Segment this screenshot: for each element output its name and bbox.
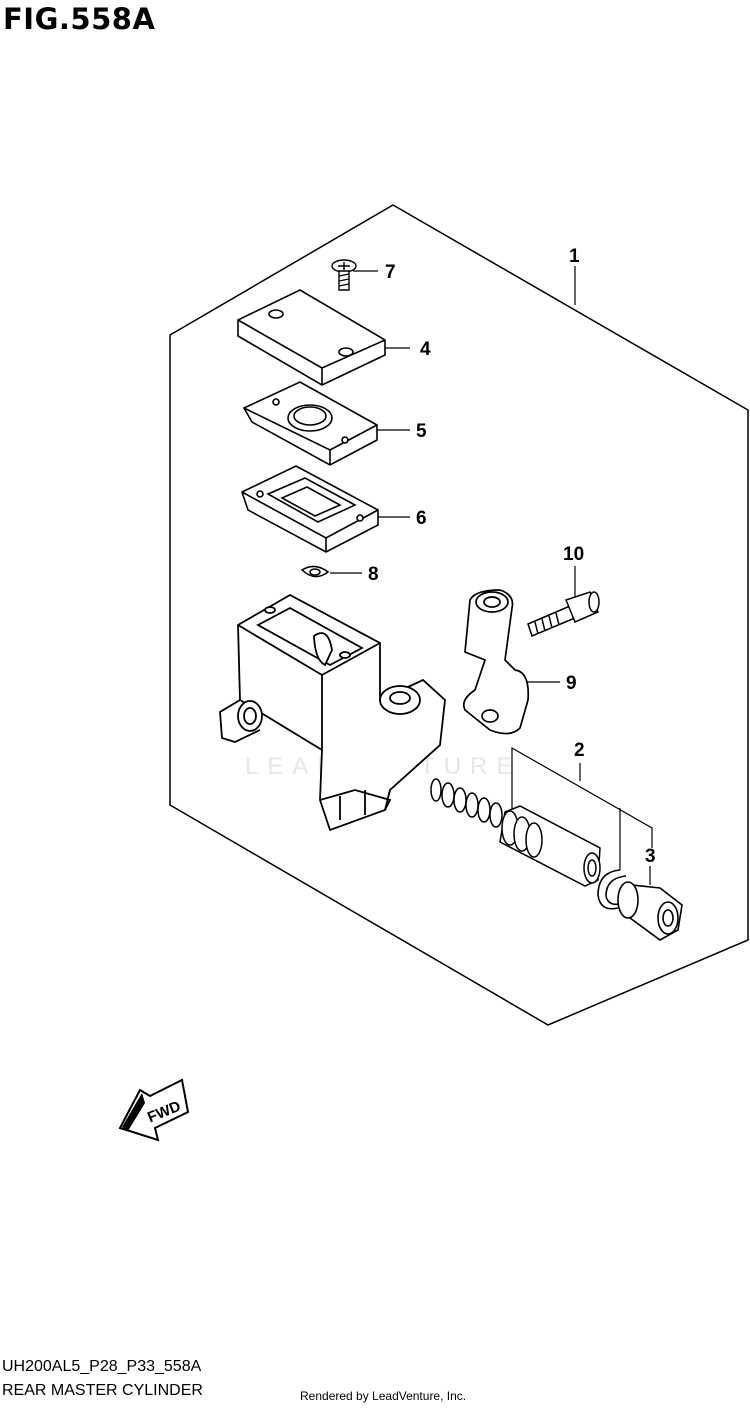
leader-lines — [330, 266, 653, 885]
assembly-outline — [169, 204, 749, 1026]
part-10-bolt — [527, 591, 600, 638]
callout-6: 6 — [416, 508, 427, 529]
callout-7: 7 — [385, 262, 396, 283]
render-credit: Rendered by LeadVenture, Inc. — [300, 1389, 467, 1403]
master-cylinder-body — [219, 593, 446, 832]
part-2-circlip — [597, 869, 627, 910]
part-8-boot — [300, 565, 330, 578]
part-7-screw — [331, 259, 357, 291]
part-9-bracket — [462, 589, 530, 735]
callout-10: 10 — [563, 544, 584, 565]
part-3-boot — [617, 881, 683, 941]
callout-5: 5 — [416, 421, 427, 442]
part-2-piston-kit — [430, 778, 601, 887]
part-4-reservoir-cap — [237, 289, 386, 386]
diagram-name: REAR MASTER CYLINDER — [2, 1382, 203, 1399]
figure-title: FIG.558A — [3, 2, 156, 36]
callout-8: 8 — [368, 564, 379, 585]
part-5-diaphragm-plate — [242, 381, 378, 466]
callout-1: 1 — [569, 246, 580, 267]
part-6-diaphragm — [241, 465, 379, 553]
callout-2: 2 — [574, 740, 585, 761]
callout-4: 4 — [420, 339, 431, 360]
forward-direction-arrow: FWD — [118, 1078, 190, 1142]
callout-9: 9 — [566, 673, 577, 694]
model-code: UH200AL5_P28_P33_558A — [2, 1358, 202, 1375]
callout-3: 3 — [645, 846, 656, 867]
